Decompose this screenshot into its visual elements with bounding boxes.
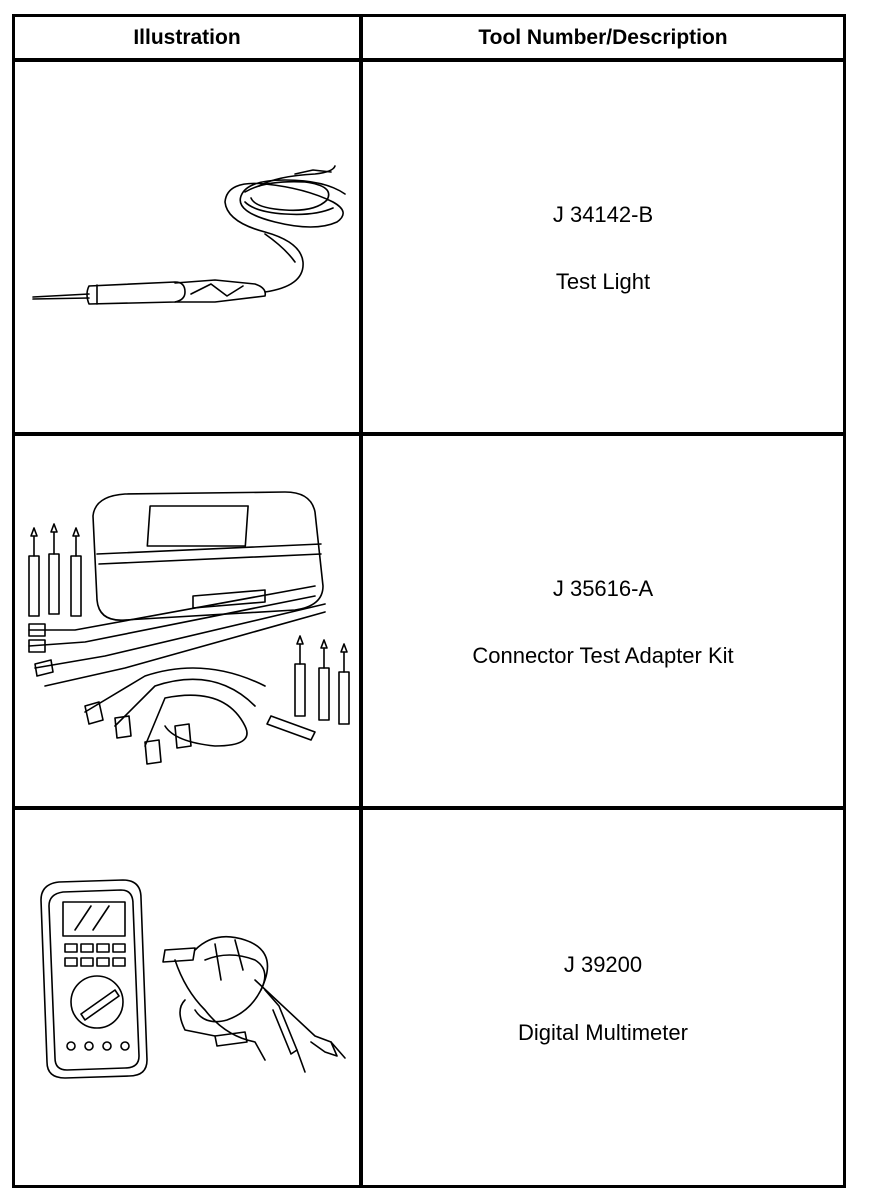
row-divider <box>15 806 843 810</box>
header-illustration: Illustration <box>133 25 241 49</box>
tool-description: Test Light <box>555 269 651 294</box>
connector-test-adapter-kit-illustration <box>15 436 359 806</box>
tool-number: J 39200 <box>563 952 643 977</box>
tool-description: Connector Test Adapter Kit <box>472 643 734 668</box>
tool-description: Digital Multimeter <box>518 1020 688 1045</box>
tool-number: J 34142-B <box>552 202 654 227</box>
digital-multimeter-illustration <box>15 810 359 1185</box>
header-divider <box>15 58 843 62</box>
row-1-description-cell: J 34142-B Test Light <box>363 62 843 432</box>
row-3-description-cell: J 39200 Digital Multimeter <box>363 810 843 1185</box>
row-2-description-cell: J 35616-A Connector Test Adapter Kit <box>363 436 843 806</box>
row-divider <box>15 432 843 436</box>
tool-table: Illustration Tool Number/Description <box>12 14 846 1188</box>
column-divider <box>359 17 363 1185</box>
tool-number: J 35616-A <box>552 576 654 601</box>
header-tool-description: Tool Number/Description <box>478 25 728 49</box>
test-light-illustration <box>15 62 359 432</box>
